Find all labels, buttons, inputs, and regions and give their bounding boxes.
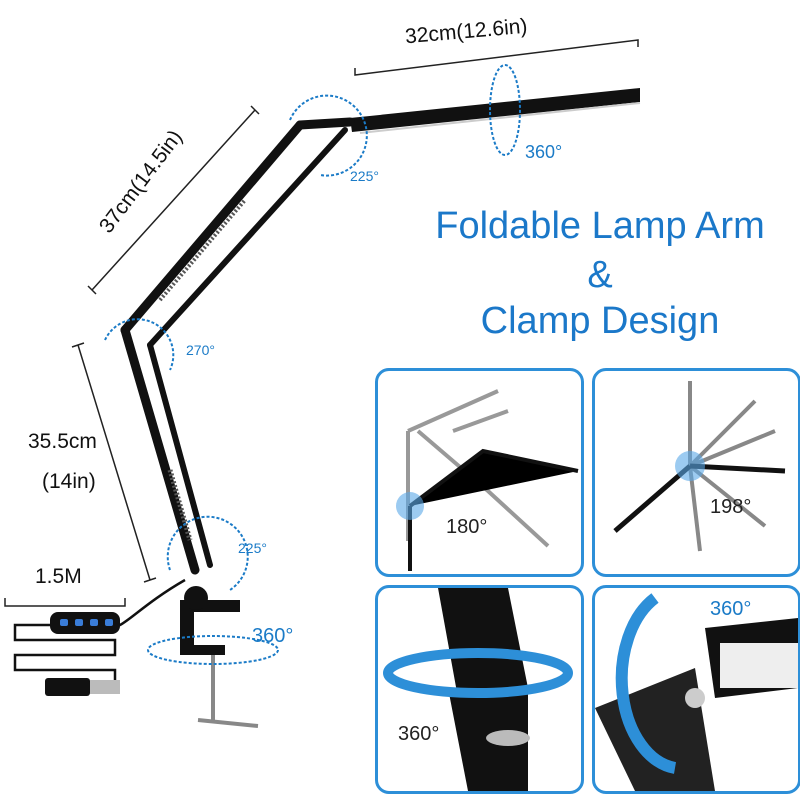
dimension-lines — [4, 39, 639, 607]
title-line-1: Foldable Lamp Arm — [435, 205, 765, 247]
panel-arm-fold: 180° — [375, 368, 584, 577]
base-joint-label: 225° — [238, 540, 267, 556]
lower-arm-length-cm-label: 35.5cm — [28, 430, 97, 453]
head-joint-label: 225° — [350, 168, 379, 184]
usb-plug — [45, 678, 90, 696]
lamp-head — [350, 88, 640, 132]
lower-arm-length-in-label: (14in) — [42, 470, 96, 493]
panel-4-angle: 360° — [710, 598, 752, 620]
base-rotation-label: 360° — [252, 625, 294, 647]
power-cable — [13, 578, 186, 687]
cable-length-label: 1.5M — [35, 565, 82, 588]
panel-3-angle: 360° — [398, 723, 440, 745]
elbow-joint-label: 270° — [186, 342, 215, 358]
clamp — [180, 586, 240, 655]
panel-2-angle: 198° — [710, 496, 752, 518]
rotation-arcs — [104, 64, 521, 665]
panel-clamp-rotate: 360° — [375, 585, 584, 794]
head-rotation-label: 360° — [525, 142, 563, 162]
dimmer-switch — [50, 612, 120, 634]
title-line-3: Clamp Design — [480, 300, 720, 342]
title-line-2: & — [587, 254, 613, 296]
panel-head-rotate: 198° — [592, 368, 800, 577]
panel-head-tilt: 360° — [592, 585, 800, 794]
panel-1-angle: 180° — [446, 516, 488, 538]
lamp-arms — [120, 117, 355, 575]
